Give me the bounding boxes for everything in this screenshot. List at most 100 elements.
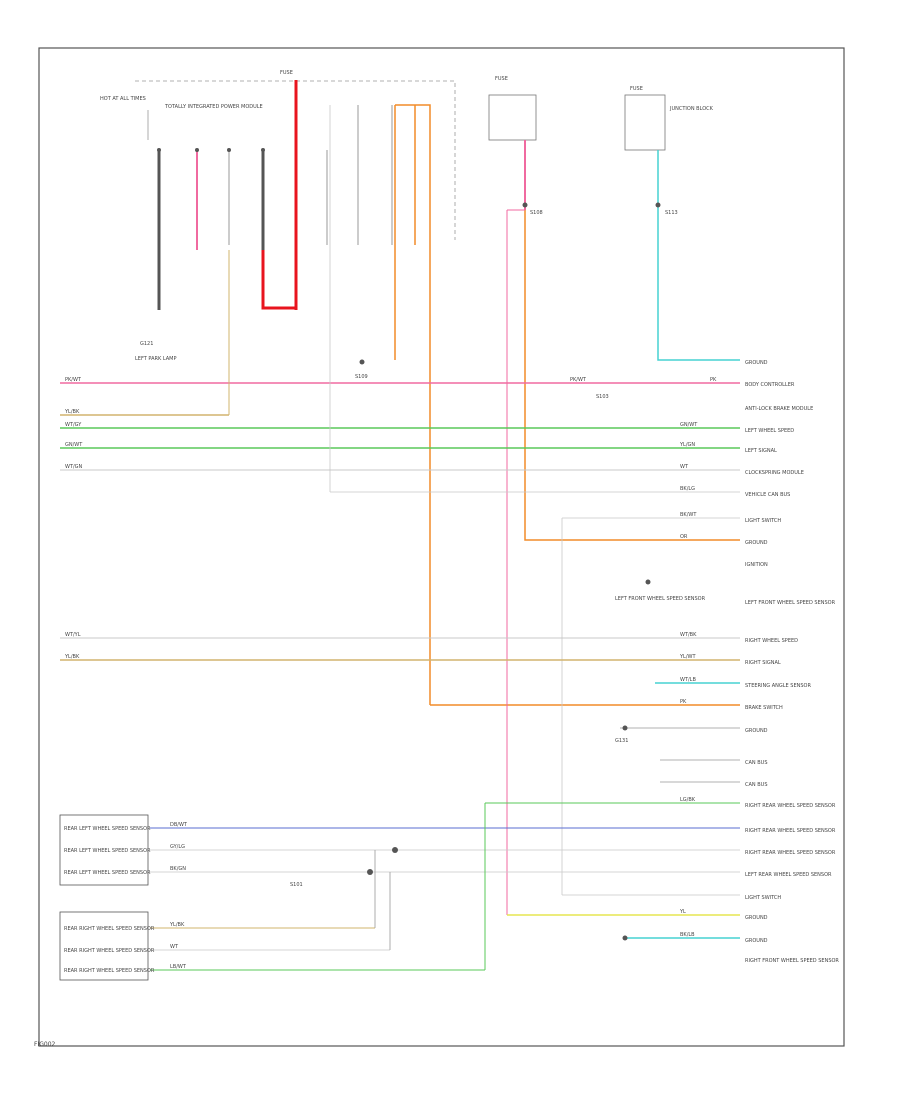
wire-label: WT/BK	[680, 632, 697, 638]
splice-s108: S108	[530, 210, 543, 216]
fuse-box-1	[488, 94, 537, 141]
splice-s109: S109	[355, 374, 368, 380]
module-vertical-wires	[157, 80, 431, 705]
wire-label: BK/GN	[170, 866, 186, 872]
module-outline	[135, 80, 456, 240]
wire-label: GN/WT	[680, 422, 698, 428]
fuse-label-a: FUSE	[280, 70, 293, 76]
lh-wheel-sensor-label: LEFT FRONT WHEEL SPEED SENSOR	[615, 596, 706, 602]
wire-label: GY/LG	[170, 844, 185, 850]
ground-dot	[622, 935, 628, 941]
right-label: RIGHT FRONT WHEEL SPEED SENSOR	[745, 958, 839, 964]
wire-label: GN/WT	[65, 442, 83, 448]
right-label: BRAKE SWITCH	[745, 705, 783, 711]
right-label: LEFT REAR WHEEL SPEED SENSOR	[745, 872, 832, 878]
diagram-frame	[38, 47, 845, 1047]
wire-label: LG/BK	[680, 797, 696, 803]
ground-g131: G131	[615, 738, 628, 744]
wire-label: PK	[680, 699, 687, 705]
wire-label: WT/YL	[65, 632, 81, 638]
wire-label: OR	[680, 534, 688, 540]
figure-id: FIG002	[34, 1041, 56, 1048]
wire-label: PK/WT	[570, 377, 587, 383]
splice-dot	[367, 869, 373, 875]
sensor-label: REAR LEFT WHEEL SPEED SENSOR	[64, 870, 151, 876]
splice-dot	[359, 359, 365, 365]
right-labels: GROUND BODY CONTROLLER ANTI-LOCK BRAKE M…	[745, 360, 839, 964]
right-label: LEFT SIGNAL	[745, 448, 777, 454]
wire-label: LB/WT	[170, 964, 187, 970]
rear-right-sensor-box	[59, 911, 149, 981]
wire-label: YL/BK	[169, 922, 185, 928]
right-label: GROUND	[745, 540, 768, 546]
splice-s101: S101	[290, 882, 303, 888]
wire-label: BK/LB	[680, 932, 695, 938]
splice-dot	[522, 202, 528, 208]
right-label: CAN BUS	[745, 782, 768, 788]
right-label: ANTI-LOCK BRAKE MODULE	[745, 406, 813, 412]
right-label: RIGHT REAR WHEEL SPEED SENSOR	[745, 850, 836, 856]
wire-label: WT	[170, 944, 179, 950]
right-label: GROUND	[745, 360, 768, 366]
sensor-label: REAR RIGHT WHEEL SPEED SENSOR	[64, 926, 155, 932]
right-label: VEHICLE CAN BUS	[745, 492, 790, 498]
red-loop-wire	[261, 250, 296, 310]
fuse-box-2	[624, 94, 666, 151]
right-label: IGNITION	[745, 562, 768, 568]
sensor-box-labels: REAR LEFT WHEEL SPEED SENSOR REAR LEFT W…	[64, 826, 155, 974]
splice-s113: S113	[665, 210, 678, 216]
right-label: GROUND	[745, 728, 768, 734]
right-label: GROUND	[745, 915, 768, 921]
wire-label: BK/LG	[680, 486, 695, 492]
fuse-label-b: FUSE	[495, 76, 508, 82]
sensor-label: REAR RIGHT WHEEL SPEED SENSOR	[64, 968, 155, 974]
right-label: CAN BUS	[745, 760, 768, 766]
cyan-wire	[657, 150, 740, 361]
orange-upper-wire	[394, 104, 431, 360]
right-label: RIGHT REAR WHEEL SPEED SENSOR	[745, 828, 836, 834]
sensor-label: REAR RIGHT WHEEL SPEED SENSOR	[64, 948, 155, 954]
pin	[157, 148, 161, 152]
wire-labels: PK/WT YL/BK WT/GY GN/WT WT/GN WT PK/WT P…	[64, 377, 717, 970]
pin	[195, 148, 199, 152]
pin	[261, 148, 265, 152]
left-park-lamp-label: LEFT PARK LAMP	[135, 356, 176, 362]
ground-g121: G121	[140, 341, 153, 347]
wire-label: YL/BK	[64, 654, 80, 660]
tipm-label: TOTALLY INTEGRATED POWER MODULE	[164, 104, 263, 110]
right-label: LIGHT SWITCH	[745, 895, 781, 901]
wire-label: WT/GY	[65, 422, 82, 428]
fuse-label-c: FUSE	[630, 86, 643, 92]
sensor-label: REAR LEFT WHEEL SPEED SENSOR	[64, 826, 151, 832]
splice-dot	[392, 847, 398, 853]
right-label: GROUND	[745, 938, 768, 944]
right-label: LIGHT SWITCH	[745, 518, 781, 524]
ground-dot	[645, 579, 651, 585]
right-label: LEFT FRONT WHEEL SPEED SENSOR	[745, 600, 836, 606]
wire-label: YL/BK	[64, 409, 80, 415]
hot-label: HOT AT ALL TIMES	[100, 96, 146, 102]
junction-block-label: JUNCTION BLOCK	[669, 106, 714, 112]
connector-pins	[157, 148, 661, 941]
wire-label: PK/WT	[65, 377, 82, 383]
wire-label: DB/WT	[170, 822, 188, 828]
splice-dot	[655, 202, 661, 208]
splice-s103: S103	[596, 394, 609, 400]
wire-label: PK	[710, 377, 717, 383]
orange-right-wire	[524, 205, 740, 541]
horizontal-bus-wires	[60, 105, 740, 971]
right-label: RIGHT REAR WHEEL SPEED SENSOR	[745, 803, 836, 809]
pin	[227, 148, 231, 152]
wire-label: YL/GN	[679, 442, 695, 448]
right-label: STEERING ANGLE SENSOR	[745, 683, 811, 689]
wire-label: YL	[679, 909, 686, 915]
ground-dot	[622, 725, 628, 731]
wire-label: WT/GN	[65, 464, 83, 470]
right-label: RIGHT WHEEL SPEED	[745, 638, 798, 644]
wire-label: WT/LB	[680, 677, 696, 683]
wire-label: WT	[680, 464, 689, 470]
right-label: BODY CONTROLLER	[745, 382, 795, 388]
rear-left-sensor-box	[59, 814, 149, 886]
wire-label: YL/WT	[679, 654, 696, 660]
